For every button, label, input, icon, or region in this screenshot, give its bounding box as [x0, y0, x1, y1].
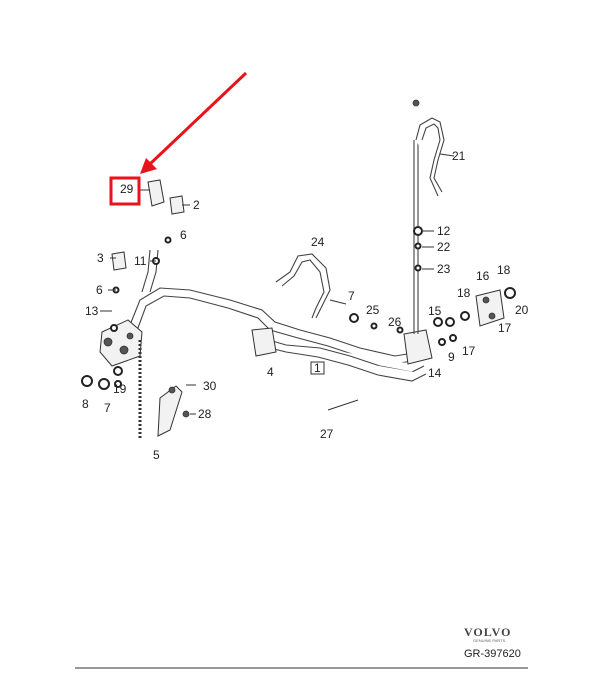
callout-2: 2 [193, 198, 200, 212]
callout-5: 5 [153, 448, 160, 462]
clip-2 [169, 195, 185, 215]
callout-20: 20 [515, 303, 529, 317]
callout-13: 13 [85, 304, 99, 318]
callout-11: 11 [134, 254, 147, 268]
callout-7b: 7 [348, 289, 355, 303]
highlight-arrow [140, 71, 248, 174]
brand-subtitle: GENUINE PARTS [473, 638, 506, 643]
highlight-box [109, 176, 141, 206]
callout-30: 30 [203, 379, 217, 393]
callout-1: 1 [314, 361, 321, 375]
callout-9: 9 [448, 350, 455, 364]
callout-23: 23 [437, 262, 451, 276]
callout-26: 26 [388, 315, 402, 329]
callout-14: 14 [428, 366, 442, 380]
callout-21: 21 [452, 149, 466, 163]
callout-3: 3 [97, 251, 104, 265]
callout-12: 12 [437, 224, 451, 238]
bracket-4 [251, 327, 277, 357]
bracket-5 [157, 385, 190, 437]
leader-lines [100, 153, 455, 415]
callout-18a: 18 [497, 263, 511, 277]
callout-25: 25 [366, 303, 380, 317]
callout-16: 16 [476, 269, 490, 283]
callout-22: 22 [437, 240, 451, 254]
callout-24: 24 [311, 235, 325, 249]
clip-3 [111, 251, 127, 271]
callout-8: 8 [82, 397, 89, 411]
clip-29 [147, 179, 165, 207]
callout-27: 27 [320, 427, 334, 441]
valve-16 [475, 289, 505, 327]
callout-19: 19 [113, 382, 127, 396]
main-pipe-assembly [127, 249, 427, 382]
callouts: 29 2 6 3 11 6 13 19 8 7 30 28 5 4 1 24 7… [82, 149, 529, 462]
bolt-27 [327, 399, 359, 411]
brand-logo: VOLVO [464, 625, 511, 639]
right-block [403, 99, 433, 365]
callout-6a: 6 [180, 228, 187, 242]
callout-1-box: 1 [310, 361, 325, 375]
orings [81, 226, 516, 390]
left-manifold-block [99, 319, 143, 367]
callout-15: 15 [428, 304, 442, 318]
callout-17a: 17 [498, 321, 512, 335]
reference-number: GR-397620 [464, 648, 521, 660]
callout-18b: 18 [457, 286, 471, 300]
callout-4: 4 [267, 365, 274, 379]
callout-17b: 17 [462, 344, 476, 358]
callout-28: 28 [198, 407, 212, 421]
callout-6b: 6 [96, 283, 103, 297]
callout-29: 29 [120, 182, 134, 196]
callout-7a: 7 [104, 401, 111, 415]
footer: VOLVO GENUINE PARTS GR-397620 [75, 625, 528, 669]
